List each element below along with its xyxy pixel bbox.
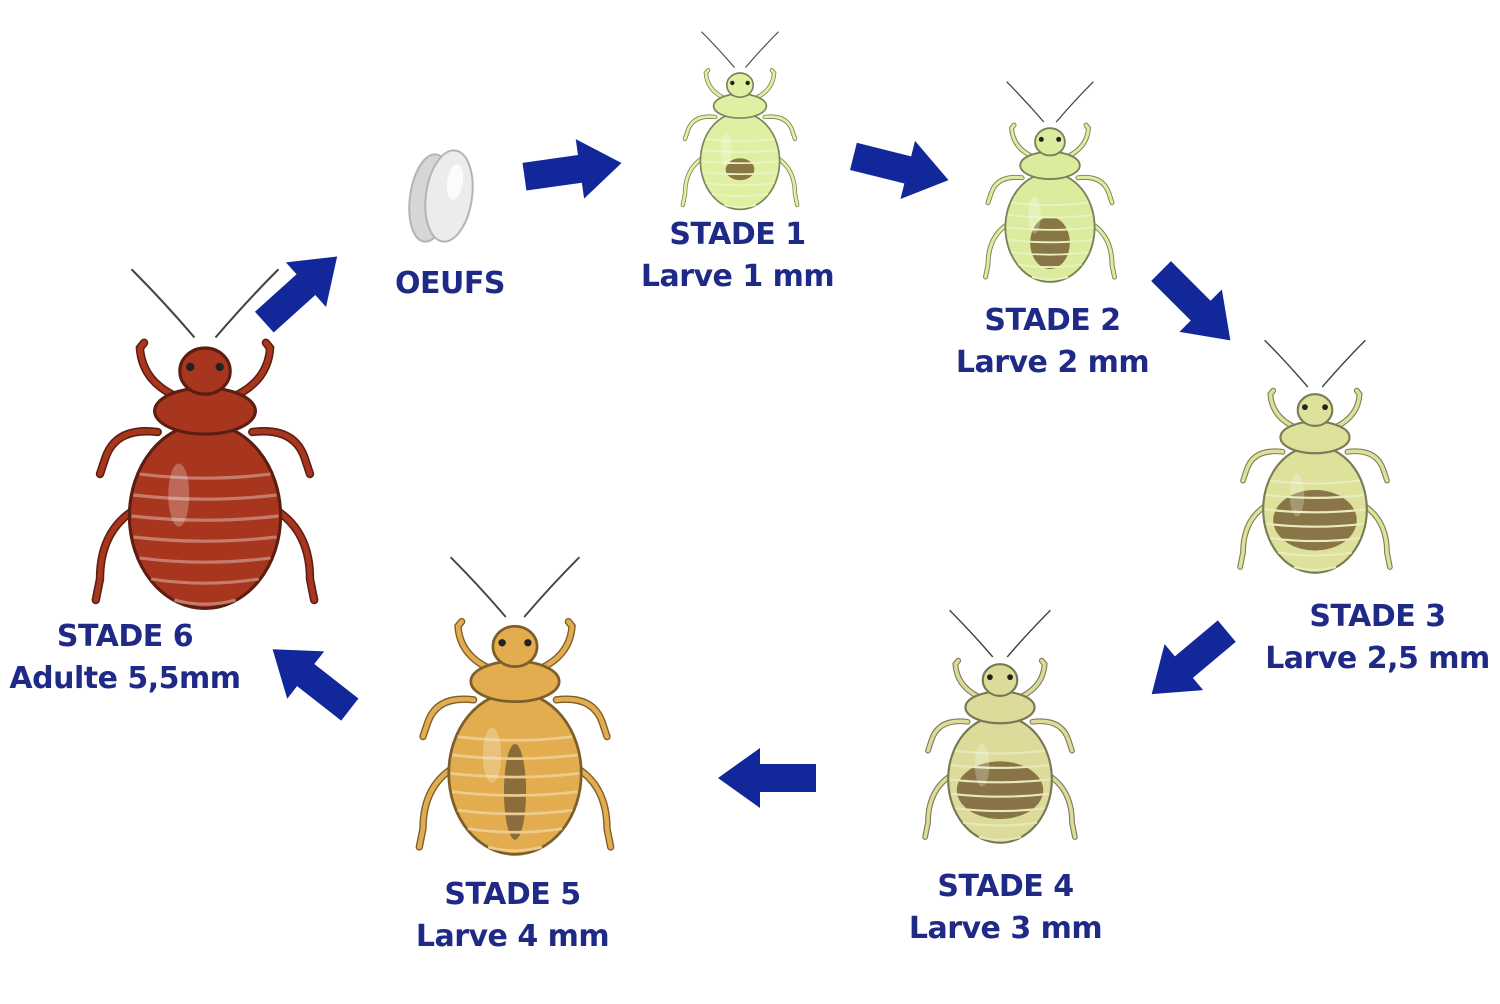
- stage-6-label: STADE 6 Adulte 5,5mm: [0, 616, 250, 700]
- stage-4-title: STADE 4: [937, 869, 1074, 904]
- stage-1-title: STADE 1: [669, 217, 806, 252]
- stage-3-title: STADE 3: [1309, 599, 1446, 634]
- nymph-stage-1-icon: [680, 31, 800, 211]
- stage-5-size: Larve 4 mm: [415, 919, 610, 954]
- stage-2-label: STADE 2 Larve 2 mm: [915, 300, 1190, 384]
- arrow-stage1-to-stage2: [522, 139, 622, 199]
- stage-3-size: Larve 2,5 mm: [1265, 641, 1490, 676]
- eggs-label: OEUFS: [360, 263, 540, 305]
- cycle-arrows: [254, 139, 1236, 808]
- nymph-stage-2-icon: [983, 81, 1117, 283]
- nymph-stage-5-icon: [415, 556, 615, 856]
- stage-5-title: STADE 5: [444, 877, 581, 912]
- stage-5-label: STADE 5 Larve 4 mm: [375, 874, 650, 958]
- adult-bedbug-icon: [91, 268, 319, 610]
- stage-1-label: STADE 1 Larve 1 mm: [600, 214, 875, 298]
- stage-3-label: STADE 3 Larve 2,5 mm: [1240, 596, 1500, 680]
- eggs-icon: [408, 149, 474, 243]
- stage-6-size: Adulte 5,5mm: [9, 661, 241, 696]
- stage-2-size: Larve 2 mm: [955, 345, 1150, 380]
- stage-4-size: Larve 3 mm: [908, 911, 1103, 946]
- eggs-title: OEUFS: [395, 266, 505, 301]
- stage-6-title: STADE 6: [56, 619, 194, 654]
- stage-1-size: Larve 1 mm: [640, 259, 835, 294]
- arrow-stage3-to-stage4: [1151, 261, 1231, 341]
- nymph-stage-4-icon: [922, 609, 1078, 844]
- stage-2-title: STADE 2: [984, 303, 1121, 338]
- nymph-stage-3-icon: [1237, 339, 1393, 574]
- stage-4-label: STADE 4 Larve 3 mm: [868, 866, 1143, 950]
- arrow-stage5-to-stage6: [718, 748, 816, 808]
- arrow-stage2-to-stage3: [850, 140, 949, 200]
- arrow-stage4-to-stage5: [1151, 620, 1236, 695]
- arrow-eggs-to-stage1: [254, 256, 338, 333]
- arrow-stage6-to-eggs: [272, 649, 359, 721]
